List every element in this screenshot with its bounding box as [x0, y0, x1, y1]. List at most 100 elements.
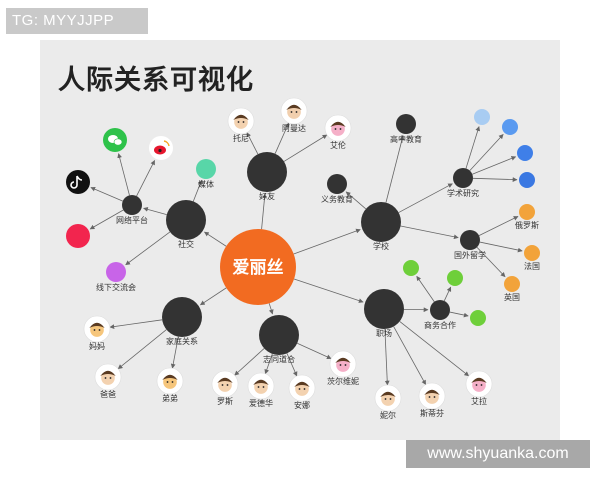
node-russia: 俄罗斯: [515, 204, 539, 230]
watermark-top: TG: MYYJJPP: [6, 8, 148, 34]
label-russia: 俄罗斯: [515, 220, 539, 230]
node-dad: 爸爸: [94, 363, 122, 399]
node-b4: [519, 172, 535, 188]
edge-center-school: [293, 228, 361, 255]
label-brother: 弟弟: [162, 393, 178, 403]
node-nier: 妮尔: [374, 384, 402, 420]
node-study: 国外留学: [454, 230, 486, 260]
edge-network-weibo: [136, 160, 156, 197]
node-compulsory: 义务教育: [321, 174, 353, 204]
label-uk: 英国: [504, 292, 520, 302]
node-higher: 高中教育: [390, 114, 422, 144]
label-dad: 爸爸: [100, 389, 116, 399]
edge-network-wechat: [117, 153, 130, 196]
edge-school-compulsory: [345, 191, 367, 210]
label-common: 志同道合: [263, 354, 295, 364]
node-brother: 弟弟: [156, 367, 184, 403]
tiktok-icon: [66, 170, 90, 194]
label-research: 学术研究: [447, 188, 479, 198]
node-mom: 妈妈: [83, 315, 111, 351]
label-edward: 爱德华: [249, 398, 273, 408]
label-friends: 好友: [259, 191, 275, 201]
edge-research-b4: [472, 177, 518, 182]
node-research: 学术研究: [447, 168, 479, 198]
label-amanda: 阿曼达: [282, 123, 306, 133]
edge-social-media: [192, 179, 203, 202]
label-ellen: 艾伦: [330, 140, 346, 150]
node-common: 志同道合: [259, 315, 299, 364]
page-title: 人际关系可视化: [58, 65, 254, 96]
node-b1: [474, 109, 490, 125]
node-g3: [470, 310, 486, 326]
node-ellen: 艾伦: [324, 114, 352, 150]
edge-family-dad: [117, 329, 167, 370]
node-b3: [517, 145, 533, 161]
weibo-icon: [149, 136, 173, 160]
node-uk: 英国: [504, 276, 520, 302]
node-g2: [447, 270, 463, 286]
edge-research-b3: [472, 156, 517, 175]
edge-business-g1: [416, 275, 435, 302]
label-mom: 妈妈: [89, 341, 105, 351]
edge-friends-tony: [246, 132, 259, 155]
node-ella: 艾拉: [465, 370, 493, 406]
edge-work-nier: [384, 328, 390, 386]
node-friends: 好友: [247, 152, 287, 201]
label-stephen: 斯蒂芬: [420, 408, 444, 418]
edge-social-offline: [125, 231, 171, 266]
label-ella: 艾拉: [471, 396, 487, 406]
label-media: 媒体: [198, 179, 214, 189]
node-social: 社交: [166, 200, 206, 249]
edge-center-family: [199, 287, 227, 306]
node-edward: 爱德华: [247, 372, 275, 408]
node-business: 商务合作: [424, 300, 456, 330]
edge-research-b1: [465, 126, 481, 169]
label-center: 爱丽丝: [233, 257, 284, 278]
edge-common-anna: [286, 353, 298, 377]
edge-network-redapp: [89, 209, 124, 230]
node-school: 学校: [361, 202, 401, 251]
edge-business-g3: [449, 311, 469, 318]
label-compulsory: 义务教育: [321, 194, 353, 204]
node-b2: [502, 119, 518, 135]
node-france: 法国: [524, 245, 540, 271]
node-offline: 线下交流会: [96, 262, 136, 292]
edge-study-uk: [476, 246, 506, 278]
label-ross: 罗斯: [217, 396, 233, 406]
label-school: 学校: [373, 241, 389, 251]
label-offline: 线下交流会: [96, 282, 136, 292]
label-higher: 高中教育: [390, 134, 422, 144]
edge-center-social: [204, 231, 227, 247]
label-family: 家庭关系: [166, 336, 198, 346]
edge-school-research: [398, 183, 453, 213]
node-network: 网络平台: [116, 195, 148, 225]
edge-research-b2: [469, 134, 504, 171]
edge-work-ella: [399, 321, 470, 377]
edge-friends-ellen: [283, 134, 328, 162]
edge-school-study: [400, 225, 459, 240]
wechat-icon: [103, 128, 127, 152]
edge-study-france: [479, 241, 523, 253]
node-genevieve: 茨尔维妮: [327, 350, 359, 386]
label-network: 网络平台: [116, 215, 148, 225]
label-nier: 妮尔: [380, 410, 396, 420]
node-center: 爱丽丝: [220, 229, 296, 305]
node-tony: 托尼: [227, 107, 255, 143]
edge-work-stephen: [393, 326, 427, 386]
node-g1: [403, 260, 419, 276]
edge-common-ross: [234, 348, 265, 376]
watermark-bottom: www.shyuanka.com: [406, 440, 590, 468]
edge-center-friends: [261, 193, 267, 230]
edge-family-brother: [170, 336, 179, 369]
edge-friends-amanda: [274, 122, 290, 154]
node-stephen: 斯蒂芬: [418, 382, 446, 418]
label-france: 法国: [524, 261, 540, 271]
label-study: 国外留学: [454, 250, 486, 260]
label-work: 职场: [376, 329, 392, 338]
edge-network-tiktok: [90, 186, 123, 202]
edge-center-common: [268, 303, 274, 315]
edge-school-higher: [385, 135, 405, 203]
label-tony: 托尼: [233, 133, 249, 143]
edge-study-russia: [478, 216, 519, 236]
